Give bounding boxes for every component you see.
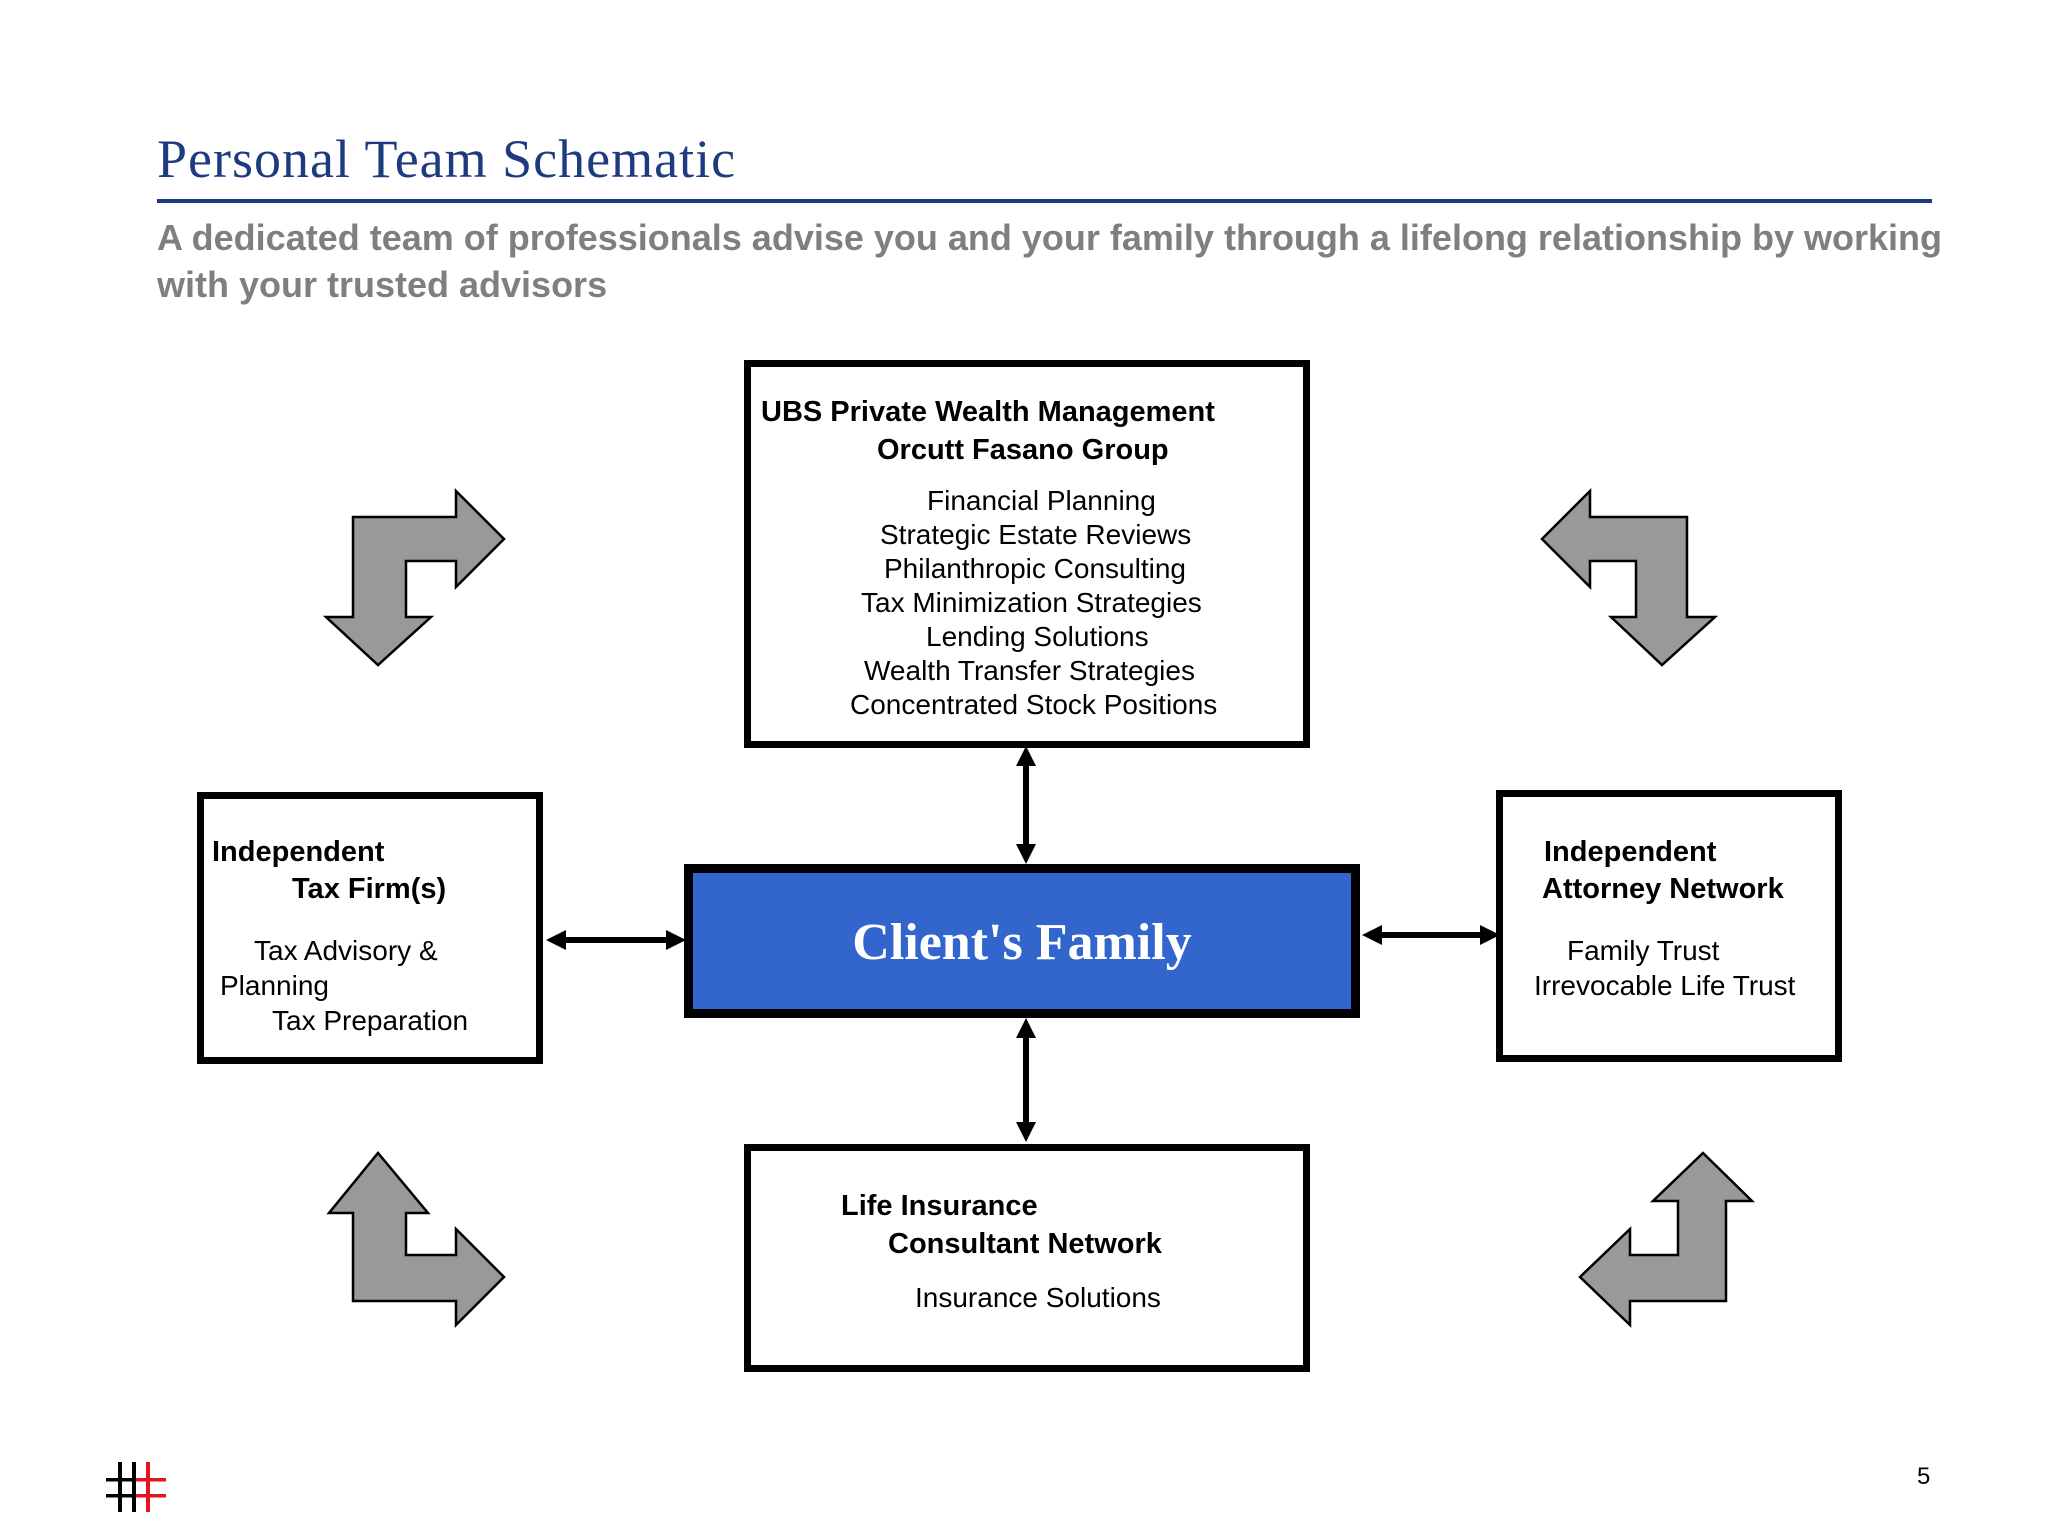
- bent-arrow-top-left-icon: [322, 487, 506, 667]
- insurance-title-line1: Life Insurance: [841, 1190, 1038, 1222]
- ubs-service: Financial Planning: [927, 485, 1156, 516]
- ubs-service: Wealth Transfer Strategies: [864, 655, 1195, 686]
- bent-arrow-top-right-icon: [1540, 487, 1719, 667]
- ubs-box: UBS Private Wealth Management Orcutt Fas…: [744, 360, 1310, 748]
- insurance-service: Insurance Solutions: [915, 1282, 1161, 1313]
- connector-center-to-insurance: [1016, 1018, 1036, 1142]
- connector-center-to-attorney: [1362, 925, 1500, 945]
- tax-service: Tax Preparation: [272, 1005, 469, 1036]
- attorney-box: Independent Attorney Network Family Trus…: [1496, 790, 1842, 1062]
- tax-service: Tax Advisory &: [254, 935, 438, 966]
- page-number: 5: [1917, 1463, 1931, 1490]
- attorney-service: Irrevocable Life Trust: [1534, 970, 1796, 1001]
- title-divider: [157, 199, 1932, 203]
- connector-ubs-to-center: [1016, 746, 1036, 864]
- bent-arrow-bottom-left-icon: [326, 1151, 506, 1329]
- tax-service: Planning: [220, 970, 329, 1001]
- connector-tax-to-center: [546, 930, 686, 950]
- insurance-box: Life Insurance Consultant Network Insura…: [744, 1144, 1310, 1372]
- tax-title-line2: Tax Firm(s): [292, 873, 447, 905]
- ubs-service: Concentrated Stock Positions: [850, 689, 1218, 720]
- client-family-label: Client's Family: [852, 914, 1192, 971]
- ubs-title-line2: Orcutt Fasano Group: [877, 434, 1169, 466]
- ubs-title-line1: UBS Private Wealth Management: [761, 396, 1215, 428]
- page-subtitle: A dedicated team of professionals advise…: [157, 217, 1942, 305]
- bent-arrow-bottom-right-icon: [1578, 1151, 1756, 1328]
- tax-firm-box: Independent Tax Firm(s) Tax Advisory & P…: [197, 792, 543, 1064]
- client-family-box: Client's Family: [684, 864, 1360, 1018]
- ubs-service: Lending Solutions: [926, 621, 1149, 652]
- ubs-service: Tax Minimization Strategies: [861, 587, 1202, 618]
- insurance-title-line2: Consultant Network: [888, 1228, 1162, 1260]
- tax-title-line1: Independent: [212, 836, 385, 868]
- attorney-title-line2: Attorney Network: [1542, 873, 1784, 905]
- ubs-service: Philanthropic Consulting: [884, 553, 1186, 584]
- ubs-service: Strategic Estate Reviews: [880, 519, 1192, 550]
- attorney-service: Family Trust: [1567, 935, 1720, 966]
- attorney-title-line1: Independent: [1544, 836, 1717, 868]
- ubs-keys-logo-icon: [106, 1462, 166, 1512]
- page-title: Personal Team Schematic: [157, 129, 737, 189]
